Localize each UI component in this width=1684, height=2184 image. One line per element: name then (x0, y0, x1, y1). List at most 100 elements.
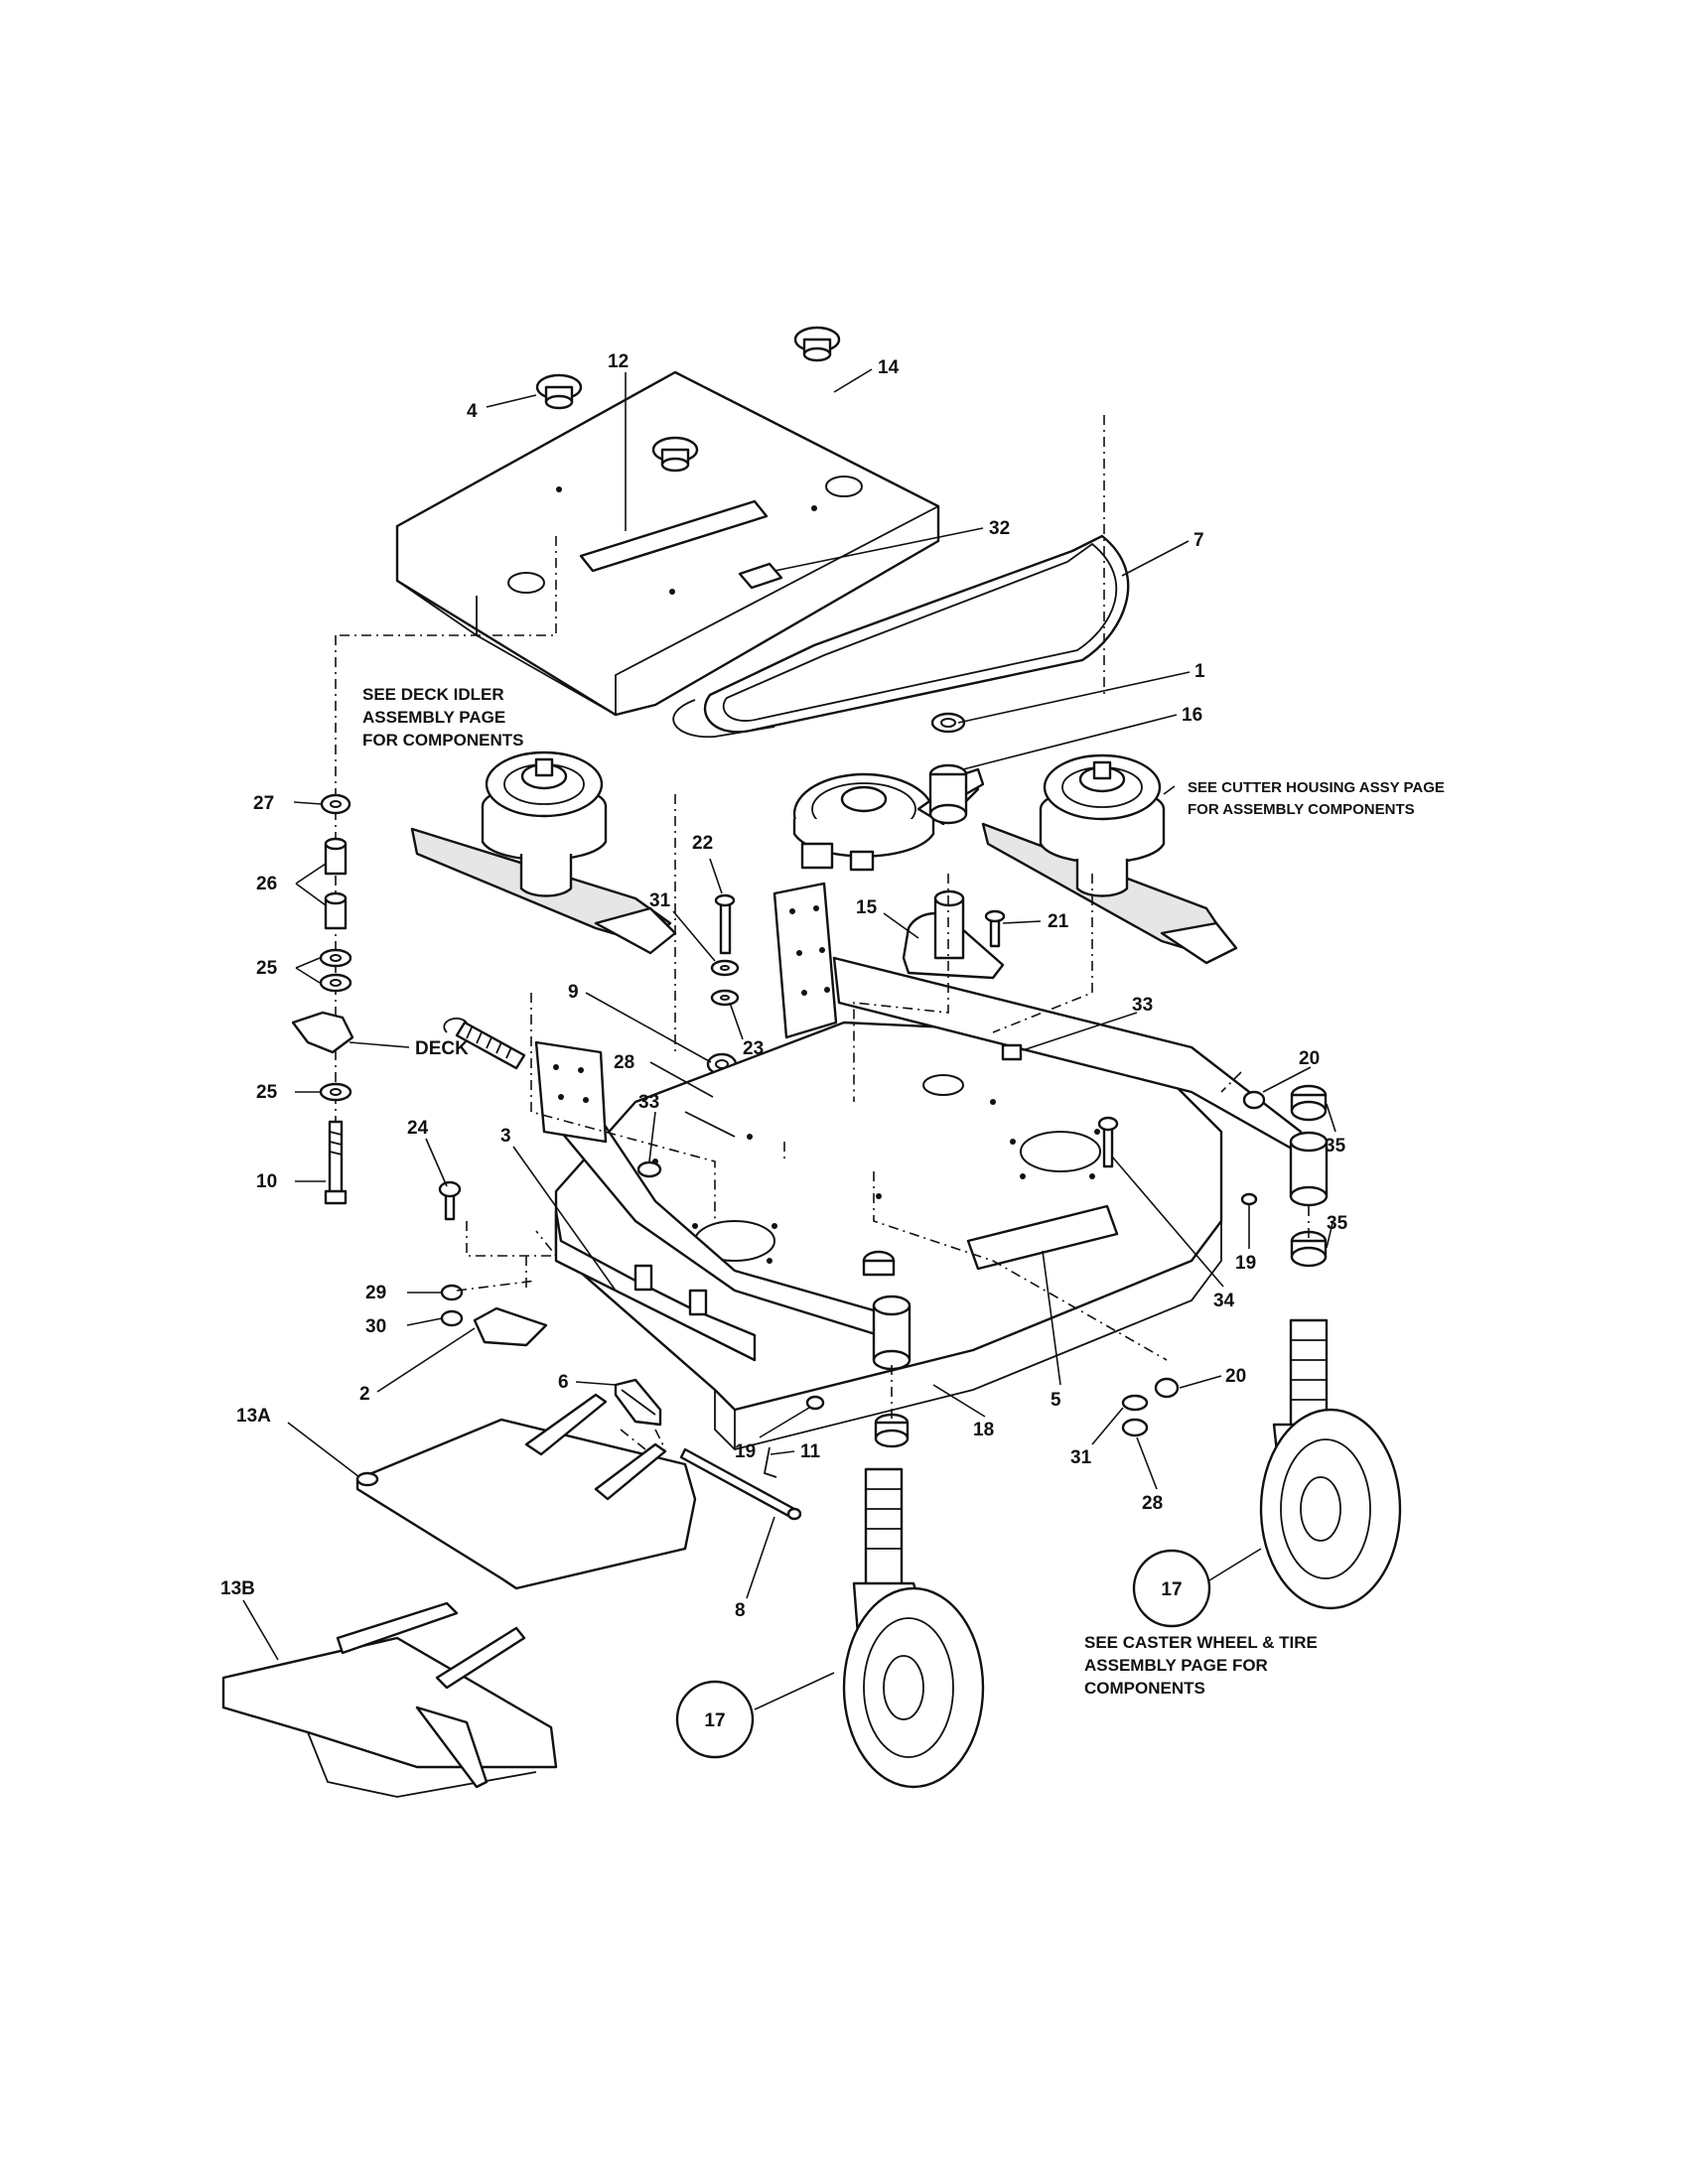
callout-12: 12 (608, 351, 629, 372)
callout-18: 18 (973, 1420, 994, 1440)
callout-4: 4 (467, 401, 478, 422)
callout-26: 26 (256, 874, 277, 894)
washer-1 (930, 712, 966, 734)
callout-13a: 13A (236, 1406, 271, 1427)
discharge-chute-13b (221, 1601, 558, 1798)
discharge-chute-13a (355, 1393, 697, 1590)
note-caster-wheel-line2: ASSEMBLY PAGE FOR (1084, 1656, 1268, 1675)
callout-20b: 20 (1225, 1366, 1246, 1387)
callout-21: 21 (1048, 911, 1069, 932)
callout-16: 16 (1182, 705, 1202, 726)
callout-17-right-text: 17 (1161, 1579, 1182, 1600)
spring-plate-6 (614, 1378, 662, 1427)
idler-pivot-16 (928, 763, 968, 825)
right-spindle-assembly (981, 753, 1238, 965)
nut-29 (440, 1284, 464, 1301)
callout-6: 6 (558, 1372, 569, 1393)
left-spindle-assembly (410, 751, 677, 955)
callout-24: 24 (407, 1118, 429, 1139)
callout-19b: 19 (735, 1441, 756, 1462)
callout-15: 15 (856, 897, 878, 918)
bushing-left-lower (874, 1413, 910, 1448)
drive-belt (672, 534, 1130, 739)
callout-30: 30 (365, 1316, 386, 1337)
bolt-21 (984, 909, 1006, 948)
wedge-2 (473, 1306, 548, 1347)
bushing-33-right (1001, 1043, 1023, 1061)
assembly-lines (336, 536, 1310, 1450)
washers-25 (319, 948, 352, 993)
bushing-35-lower (1290, 1230, 1328, 1268)
washer-23 (710, 989, 740, 1007)
callout-13b: 13B (220, 1578, 255, 1599)
note-caster-wheel-line1: SEE CASTER WHEEL & TIRE (1084, 1633, 1318, 1652)
callout-27: 27 (253, 793, 274, 814)
pin-19-left (805, 1395, 825, 1411)
callout-32: 32 (989, 518, 1010, 539)
pin-19-right (1240, 1192, 1258, 1206)
mount-plate (772, 882, 838, 1039)
note-cutter-housing-line1: SEE CUTTER HOUSING ASSY PAGE (1188, 779, 1445, 796)
callout-10: 10 (256, 1171, 277, 1192)
nut-28b (1121, 1418, 1149, 1437)
callout-28a: 28 (614, 1052, 634, 1073)
deck-knob-left (535, 373, 583, 410)
callout-33a: 33 (638, 1092, 659, 1113)
callout-14: 14 (878, 357, 900, 378)
callout-25a: 25 (256, 958, 278, 979)
note-deck-idler-line3: FOR COMPONENTS (362, 731, 523, 750)
front-post-left (872, 1295, 912, 1371)
note-deck-idler: SEE DECK IDLER ASSEMBLY PAGE FOR COMPONE… (362, 685, 523, 750)
callout-33b: 33 (1132, 995, 1153, 1016)
callout-8: 8 (735, 1600, 746, 1621)
callout-7: 7 (1193, 530, 1204, 551)
callout-19a: 19 (1235, 1253, 1256, 1274)
callout-25b: 25 (256, 1082, 278, 1103)
callout-deck: DECK (415, 1038, 469, 1059)
washer-31b (1121, 1394, 1149, 1412)
pin-11 (763, 1446, 777, 1478)
callout-9: 9 (568, 982, 579, 1003)
bolt-22 (714, 893, 736, 955)
note-deck-idler-line1: SEE DECK IDLER (362, 685, 504, 704)
callout-11: 11 (800, 1441, 821, 1462)
rod-8 (679, 1447, 802, 1521)
washer-31a (710, 959, 740, 977)
lift-frame (534, 956, 1308, 1362)
callout-labels: 4 12 14 32 7 1 16 27 26 25 DECK 25 10 22… (220, 351, 1348, 1621)
front-post-right (1289, 1131, 1329, 1207)
nut-30 (440, 1309, 464, 1327)
callout-20a: 20 (1299, 1048, 1320, 1069)
leader-lines (242, 368, 1336, 1710)
note-deck-idler-line2: ASSEMBLY PAGE (362, 708, 505, 727)
deck-cover (395, 370, 940, 717)
washer-25-lower (319, 1082, 352, 1102)
spacer-26-upper (324, 837, 348, 876)
spacer-26-lower (324, 891, 348, 930)
callout-5: 5 (1051, 1390, 1061, 1411)
caster-wheel-left (842, 1467, 985, 1789)
callout-35b: 35 (1327, 1213, 1348, 1234)
idler-bracket-15 (902, 889, 1005, 980)
spring-9 (443, 1018, 526, 1070)
callout-22: 22 (692, 833, 713, 854)
pin-34 (1097, 1116, 1119, 1168)
bolt-10 (324, 1120, 348, 1205)
callout-31a: 31 (649, 890, 671, 911)
deck-fragment (291, 1011, 354, 1054)
deck-knob-center (651, 436, 699, 473)
note-cutter-housing: SEE CUTTER HOUSING ASSY PAGE FOR ASSEMBL… (1188, 779, 1445, 818)
callout-29: 29 (365, 1283, 386, 1303)
mower-deck-housing (554, 1021, 1223, 1450)
callout-3: 3 (500, 1126, 511, 1147)
note-caster-wheel: SEE CASTER WHEEL & TIRE ASSEMBLY PAGE FO… (1084, 1633, 1318, 1698)
callout-2: 2 (359, 1384, 370, 1405)
note-caster-wheel-line3: COMPONENTS (1084, 1679, 1205, 1698)
callout-28b: 28 (1142, 1493, 1163, 1514)
bolt-24 (438, 1180, 462, 1221)
callout-34: 34 (1213, 1291, 1235, 1311)
callout-17-left: 17 (675, 1680, 755, 1759)
callout-31b: 31 (1070, 1447, 1092, 1468)
note-cutter-housing-line2: FOR ASSEMBLY COMPONENTS (1188, 801, 1415, 818)
